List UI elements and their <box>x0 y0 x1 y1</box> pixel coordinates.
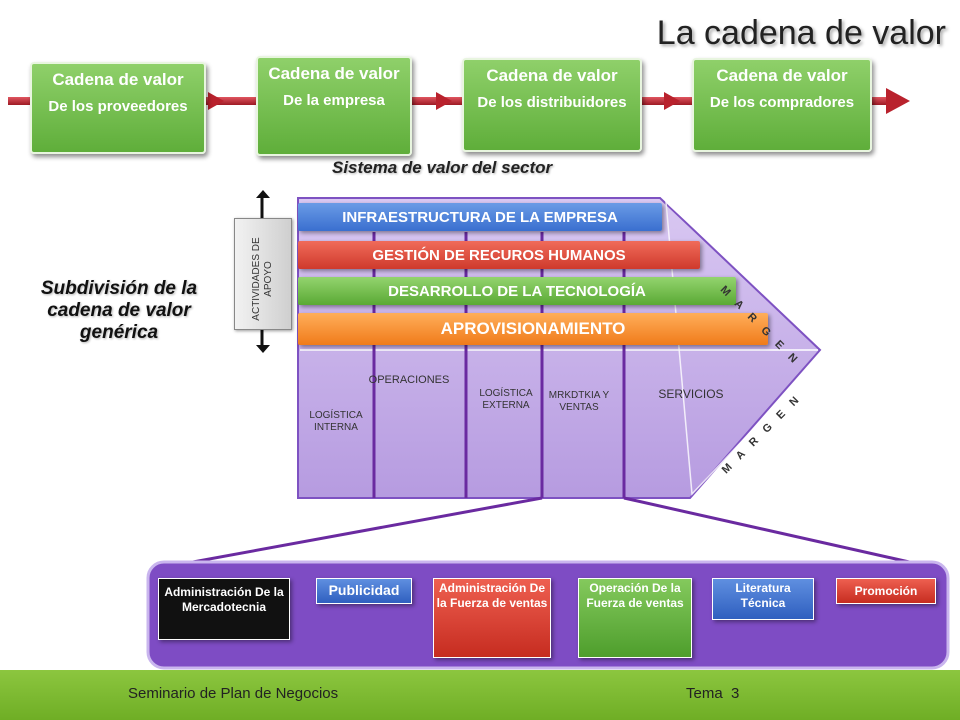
sales-force-operation-box: Operación De la Fuerza de ventas <box>578 578 692 658</box>
value-chain-suppliers-box: Cadena de valor De los proveedores <box>30 62 206 154</box>
support-activities-label: ACTIVIDADES DE APOYO <box>251 237 274 321</box>
primary-operations: OPERACIONES <box>368 374 450 386</box>
sales-force-management-box: Administración De la Fuerza de ventas <box>433 578 551 658</box>
primary-inbound-logistics: LOGÍSTICA INTERNA <box>309 410 363 433</box>
advertising-box: Publicidad <box>316 578 412 604</box>
subdivision-title: Subdivisión de la cadena de valor genéri… <box>40 278 198 343</box>
value-system-caption: Sistema de valor del sector <box>332 158 553 177</box>
primary-outbound-logistics: LOGÍSTICA EXTERNA <box>479 388 533 411</box>
primary-services: SERVICIOS <box>658 387 724 401</box>
promotion-box: Promoción <box>836 578 936 604</box>
value-chain-company-box: Cadena de valor De la empresa <box>256 56 412 156</box>
value-system-arrow <box>8 88 910 114</box>
support-activities-label-box: ACTIVIDADES DE APOYO <box>234 218 292 330</box>
support-hr-bar: GESTIÓN DE RECUROS HUMANOS <box>298 241 700 269</box>
primary-marketing-sales: MRKDTKIA Y VENTAS <box>548 390 610 413</box>
footer-topic: Tema 3 <box>686 685 740 702</box>
value-chain-distributors-box: Cadena de valor De los distribuidores <box>462 58 642 152</box>
technical-literature-box: Literatura Técnica <box>712 578 814 620</box>
page-title: La cadena de valor <box>656 14 946 52</box>
marketing-management-box: Administración De la Mercadotecnia <box>158 578 290 640</box>
support-infrastructure-bar: INFRAESTRUCTURA DE LA EMPRESA <box>298 203 662 231</box>
footer-bar: Seminario de Plan de Negocios Tema 3 <box>0 670 960 720</box>
footer-seminar-title: Seminario de Plan de Negocios <box>128 685 339 702</box>
support-procurement-bar: APROVISIONAMIENTO <box>298 313 768 345</box>
support-technology-bar: DESARROLLO DE LA TECNOLOGÍA <box>298 277 736 305</box>
value-chain-buyers-box: Cadena de valor De los compradores <box>692 58 872 152</box>
